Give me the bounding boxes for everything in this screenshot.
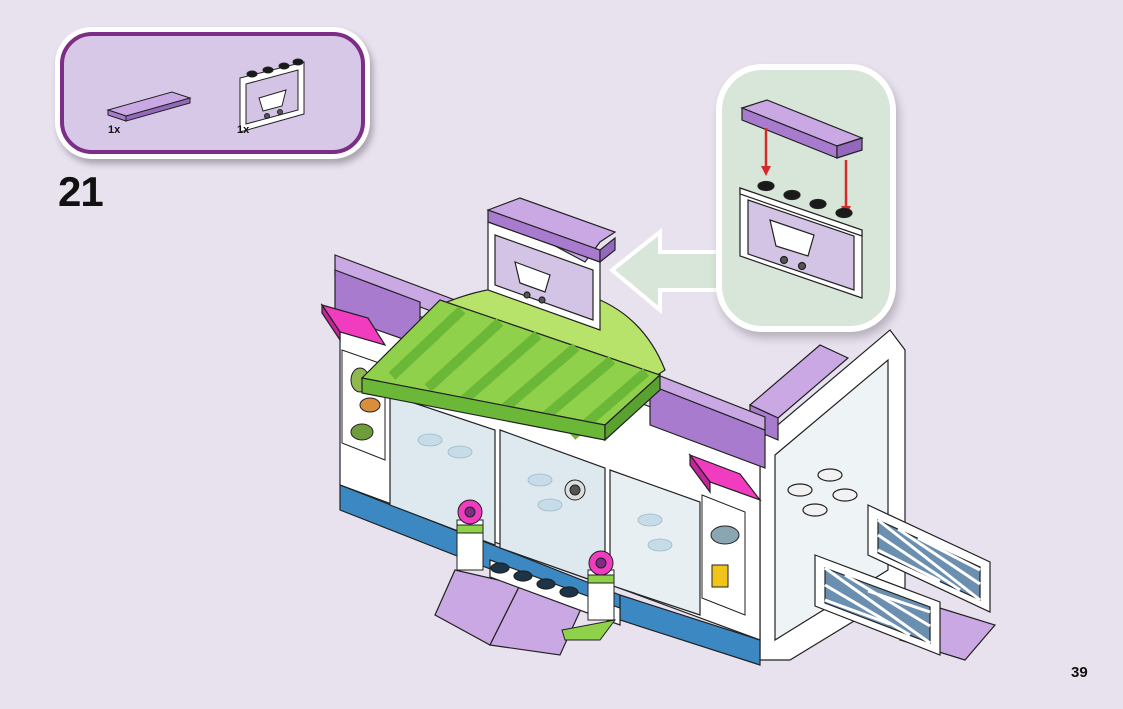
sub-assembly-callout bbox=[722, 70, 890, 326]
attach-arrow-right-icon bbox=[841, 160, 851, 216]
step-number: 21 bbox=[58, 168, 104, 215]
flower-pillar-right bbox=[561, 550, 617, 641]
magenta-awnings bbox=[320, 303, 762, 502]
part-qty-tile: 1x bbox=[108, 124, 121, 136]
flower-pillar-left bbox=[456, 499, 484, 571]
shop-sign bbox=[486, 197, 617, 331]
door-knob bbox=[564, 479, 586, 501]
shopping-cart-panel-icon bbox=[739, 180, 863, 299]
callout-art bbox=[739, 99, 864, 299]
wall-top-bands bbox=[334, 254, 766, 469]
fish-poster bbox=[701, 494, 746, 616]
lavender-flat-tile-icon bbox=[106, 91, 192, 122]
page-number: 39 bbox=[1071, 664, 1088, 681]
attach-arrow-left-icon bbox=[761, 128, 771, 176]
fence-front bbox=[814, 554, 941, 656]
parts-list-art bbox=[106, 58, 305, 133]
shopping-cart-panel-icon bbox=[239, 58, 305, 133]
green-awning bbox=[360, 285, 666, 442]
parts-list-box: 1x 1x bbox=[60, 32, 365, 154]
part-qty-panel: 1x bbox=[237, 124, 250, 136]
fence-rear bbox=[867, 504, 991, 613]
lavender-flat-tile-icon bbox=[740, 99, 864, 159]
